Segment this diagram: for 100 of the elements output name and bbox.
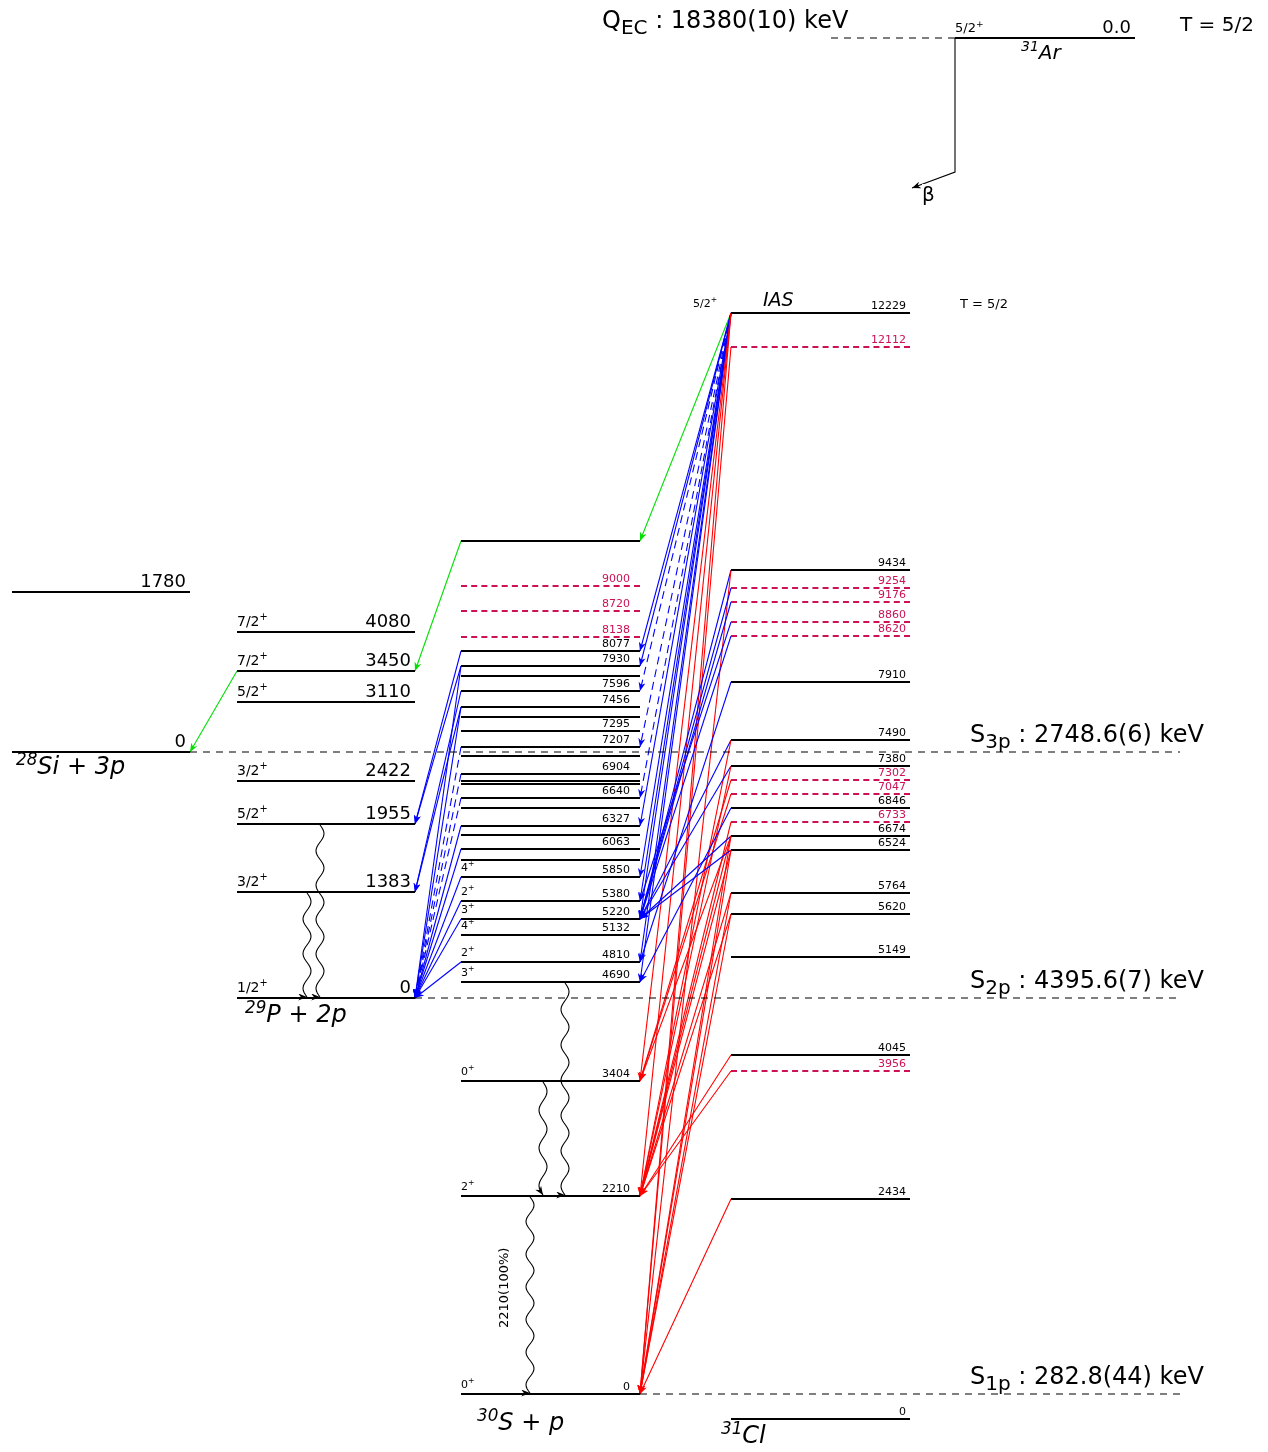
transition-arrow	[414, 961, 462, 999]
edge-label: 2210(100%)	[497, 1247, 510, 1328]
energy-level	[461, 625, 640, 638]
state-label: IAS	[763, 290, 794, 309]
threshold-line	[639, 1393, 1181, 1395]
gamma-transition	[521, 1196, 535, 1394]
energy-level	[461, 599, 640, 612]
energy-value: 1383	[365, 872, 411, 890]
energy-level	[461, 574, 640, 587]
energy-level	[731, 335, 910, 348]
gamma-transition	[299, 892, 312, 998]
energy-level	[731, 590, 910, 603]
energy-value: 3404	[602, 1068, 630, 1079]
transition-arrow	[189, 670, 238, 753]
spin-parity: 4$^{+}$	[461, 862, 475, 873]
energy-value: 5764	[878, 880, 906, 891]
spin-parity: 3/2$^{+}$	[237, 763, 268, 777]
energy-value: 4690	[602, 969, 630, 980]
energy-value: 6524	[878, 837, 906, 848]
transition-arrow	[639, 807, 732, 983]
energy-value: 4045	[878, 1042, 906, 1053]
threshold-line	[829, 37, 956, 39]
energy-level	[731, 1043, 910, 1056]
transition-arrow	[639, 849, 732, 920]
energy-value: 3956	[878, 1058, 906, 1069]
energy-level	[461, 923, 640, 936]
state-label: $^{30}$S + p	[477, 1410, 565, 1434]
energy-level	[731, 576, 910, 589]
energy-level	[731, 945, 910, 958]
energy-value: 8138	[602, 624, 630, 635]
edge-label: β	[922, 184, 935, 204]
energy-level	[461, 695, 640, 708]
energy-value: 5132	[602, 922, 630, 933]
energy-level	[731, 881, 910, 894]
energy-value: 6640	[602, 785, 630, 796]
energy-value: 4080	[365, 612, 411, 630]
energy-level	[731, 824, 910, 837]
transition-arrow	[639, 1198, 732, 1395]
spin-parity: 0$^{+}$	[461, 1379, 475, 1390]
energy-value: 12229	[871, 300, 906, 311]
state-label: T = 5/2	[1180, 14, 1254, 34]
threshold-label: S$_{2p}$ : 4395.6(7) keV	[970, 966, 1208, 998]
energy-value: 8720	[602, 598, 630, 609]
energy-value: 7490	[878, 727, 906, 738]
energy-level	[731, 558, 910, 571]
transition-arrow	[639, 312, 732, 542]
energy-level	[731, 1059, 910, 1072]
energy-value: 2422	[365, 761, 411, 779]
energy-value: 6327	[602, 813, 630, 824]
energy-value: 5149	[878, 944, 906, 955]
energy-value: 6733	[878, 809, 906, 820]
energy-level	[731, 624, 910, 637]
energy-value: 8620	[878, 623, 906, 634]
energy-value: 6846	[878, 795, 906, 806]
energy-value: 7302	[878, 767, 906, 778]
spin-parity: 7/2$^{+}$	[237, 614, 268, 628]
state-label: $^{31}$Cl	[721, 1423, 766, 1447]
energy-value: 5380	[602, 888, 630, 899]
threshold-label: Q$_{EC}$ : 18380(10) keV	[602, 6, 862, 38]
energy-value: 2210	[602, 1183, 630, 1194]
spin-parity: 2$^{+}$	[461, 1181, 475, 1192]
energy-value: 6904	[602, 761, 630, 772]
energy-value: 7047	[878, 781, 906, 792]
spin-parity: 3$^{+}$	[461, 967, 475, 978]
energy-value: 1955	[365, 804, 411, 822]
spin-parity: 4$^{+}$	[461, 920, 475, 931]
spin-parity: 5/2$^{+}$	[237, 684, 268, 698]
energy-level	[461, 639, 640, 652]
transition-arrow	[639, 681, 732, 963]
energy-value: 5620	[878, 901, 906, 912]
energy-value: 7910	[878, 669, 906, 680]
energy-level	[731, 810, 910, 823]
spin-parity: 5/2$^{+}$	[237, 806, 268, 820]
energy-level	[731, 754, 910, 767]
energy-value: 5850	[602, 864, 630, 875]
energy-value: 3110	[365, 682, 411, 700]
energy-value: 1780	[140, 572, 186, 590]
energy-value: 7380	[878, 753, 906, 764]
spin-parity: 3/2$^{+}$	[237, 874, 268, 888]
energy-value: 12112	[871, 334, 906, 345]
energy-value: 4810	[602, 949, 630, 960]
state-label: $^{31}$Ar	[1021, 42, 1061, 62]
energy-value: 7456	[602, 694, 630, 705]
energy-value: 3450	[365, 651, 411, 669]
energy-value: 8077	[602, 638, 630, 649]
spin-parity: 5/2$^{+}$	[955, 21, 984, 34]
transition-arrow	[414, 540, 462, 672]
gamma-transition	[312, 824, 325, 998]
energy-value: 6063	[602, 836, 630, 847]
spin-parity: 3$^{+}$	[461, 904, 475, 915]
energy-level	[731, 782, 910, 795]
spin-parity: 7/2$^{+}$	[237, 653, 268, 667]
gamma-transition	[535, 1081, 548, 1196]
energy-value: 7207	[602, 734, 630, 745]
energy-value: 0	[174, 732, 186, 750]
energy-level	[731, 902, 910, 915]
energy-value: 8860	[878, 609, 906, 620]
energy-value: 7295	[602, 718, 630, 729]
energy-value: 0	[899, 1406, 906, 1417]
energy-value: 9000	[602, 573, 630, 584]
